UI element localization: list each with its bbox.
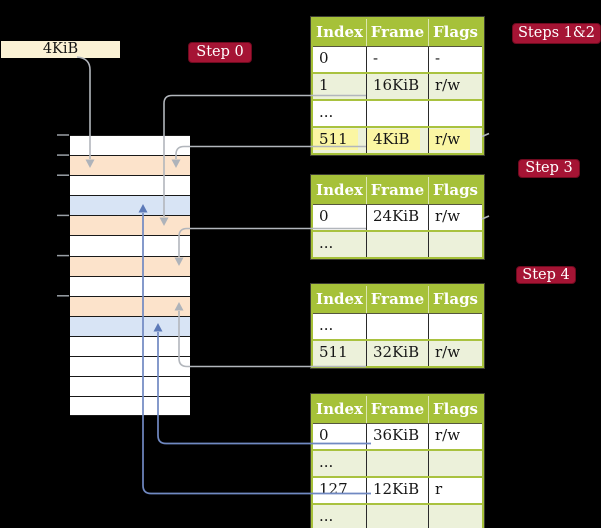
highlighted-value: 4KiB (367, 129, 420, 150)
table-cell: 0 (313, 424, 367, 449)
column-header: Index (313, 286, 367, 313)
table-cell (367, 314, 429, 339)
table-row: 0-- (313, 47, 482, 72)
column-header: Index (313, 396, 367, 423)
table-cell (429, 505, 482, 528)
table-cell: 16KiB (367, 74, 429, 99)
table-cell: 24KiB (367, 205, 429, 230)
table-cell: ... (313, 101, 367, 126)
table-cell: r (435, 480, 443, 498)
table-row: ... (313, 503, 482, 528)
table-cell: ... (313, 451, 367, 476)
table-cell: ... (313, 314, 367, 339)
memory-frame-row (70, 295, 190, 316)
badge-step-3: Step 3 (518, 159, 580, 178)
memory-frame-row (70, 356, 190, 377)
table-cell: 12KiB (367, 478, 429, 503)
column-header: Frame (367, 19, 429, 46)
column-header: Index (313, 19, 367, 46)
table-cell: - (367, 47, 429, 72)
memory-frame-row (70, 135, 190, 156)
physical-memory-column (70, 135, 190, 417)
badge-steps-1-2: Steps 1&2 (512, 23, 601, 44)
table-row: ... (313, 230, 482, 257)
memory-frame-row (70, 255, 190, 276)
table-cell: r/w (435, 343, 461, 361)
column-header: Flags (433, 290, 478, 308)
table-row: 511 4KiB r/w (313, 126, 482, 153)
highlighted-value: r/w (429, 129, 471, 150)
table-cell (429, 232, 482, 257)
column-header: Frame (367, 286, 429, 313)
table-cell: 32KiB (367, 341, 429, 366)
memory-frame-row (70, 235, 190, 256)
table-cell: 1 (313, 74, 367, 99)
table-cell: r/w (435, 207, 461, 225)
table-row: ... (313, 449, 482, 476)
memory-tick-marks (57, 134, 69, 297)
memory-frame-row (70, 175, 190, 196)
table-cell (367, 101, 429, 126)
memory-frame-row (70, 215, 190, 236)
column-header: Frame (367, 396, 429, 423)
memory-frame-row (70, 396, 190, 417)
table-cell: 127 (313, 478, 367, 503)
table-cell: 36KiB (367, 424, 429, 449)
column-header: Frame (367, 177, 429, 204)
table-row: ... (313, 99, 482, 126)
memory-frame-row (70, 315, 190, 336)
table-cell (429, 451, 482, 476)
table-cell: - (435, 49, 441, 67)
table-cell: r/w (435, 76, 461, 94)
frame-size-label-box: 4KiB (1, 41, 120, 58)
column-header: Flags (433, 181, 478, 199)
table-cell: 4KiB (367, 128, 429, 153)
badge-step-4: Step 4 (516, 266, 576, 284)
table-cell: 511 (313, 128, 367, 153)
memory-frame-row (70, 155, 190, 176)
table-cell (429, 314, 482, 339)
memory-frame-row (70, 376, 190, 397)
table-row: ... (313, 314, 482, 339)
table-cell (367, 451, 429, 476)
memory-frame-row (70, 195, 190, 216)
table-cell: 0 (313, 47, 367, 72)
memory-frame-row (70, 275, 190, 296)
table-cell: r/w (429, 128, 482, 153)
frame-size-label: 4KiB (42, 41, 79, 57)
table-cell (367, 505, 429, 528)
column-header: Index (313, 177, 367, 204)
column-header: Flags (433, 400, 478, 418)
table-cell: r/w (435, 426, 461, 444)
table-cell: ... (313, 232, 367, 257)
column-header: Flags (433, 23, 478, 41)
highlighted-value: 511 (313, 129, 358, 150)
table-cell (429, 101, 482, 126)
badge-step-0: Step 0 (188, 42, 252, 63)
table-cell: 511 (313, 341, 367, 366)
memory-frame-row (70, 335, 190, 357)
table-cell: ... (313, 505, 367, 528)
table-cell (367, 232, 429, 257)
table-cell: 0 (313, 205, 367, 230)
